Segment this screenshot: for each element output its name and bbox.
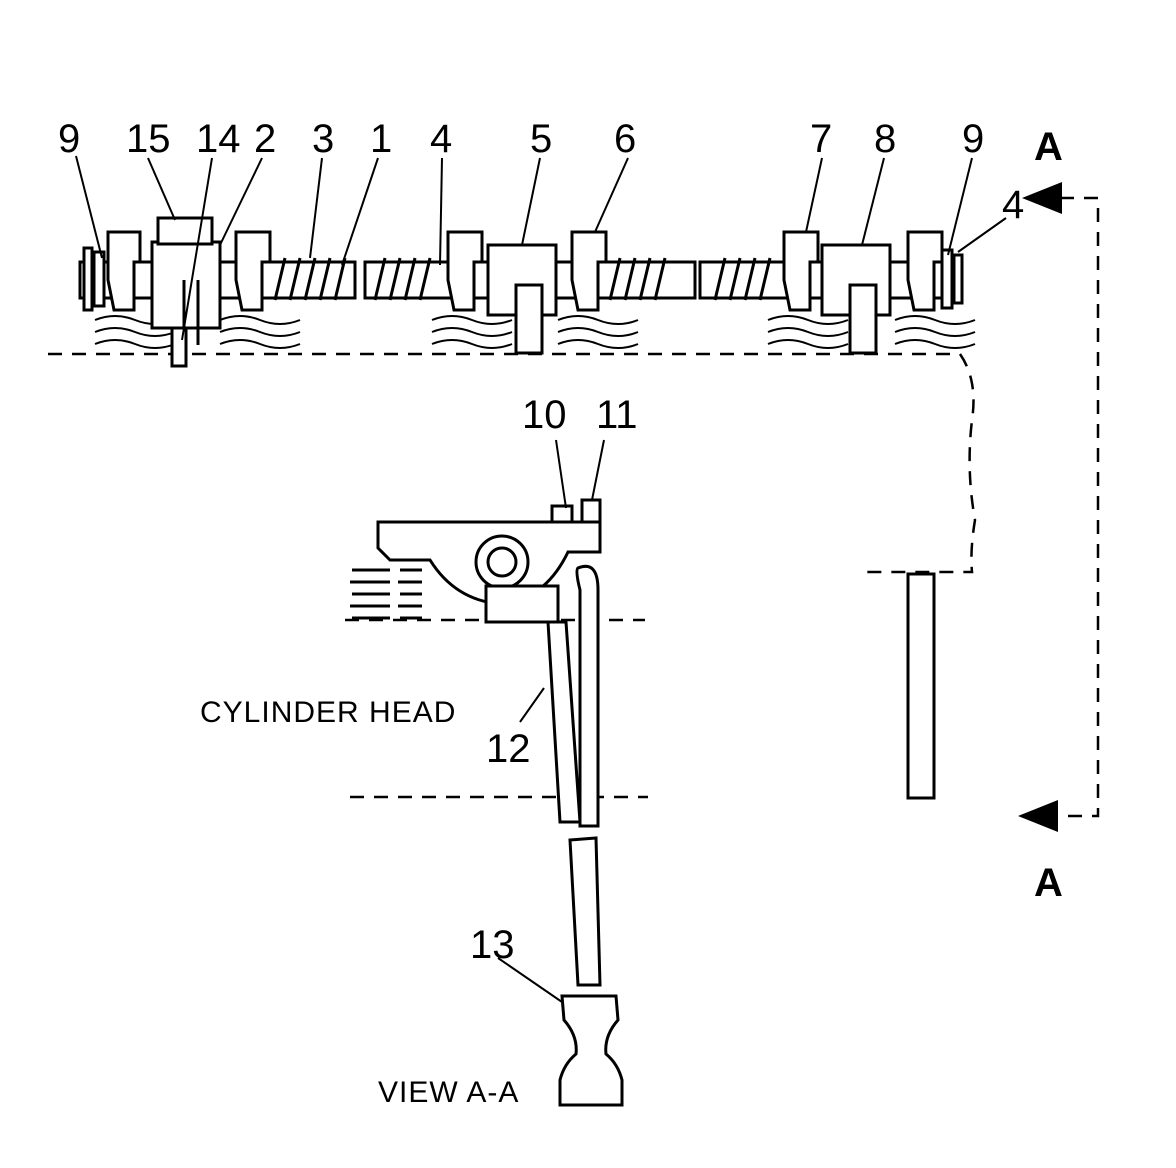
callout-5: 5 <box>530 117 552 161</box>
section-mark-bottom: A <box>1034 861 1063 905</box>
callout-10: 10 <box>522 393 567 437</box>
end-clip-left <box>82 246 106 312</box>
shaft-spring-mid <box>373 257 667 301</box>
pushrod-right <box>906 572 936 800</box>
callout-3: 3 <box>312 117 334 161</box>
rocker-arms <box>106 230 944 312</box>
callout-4-mid: 4 <box>430 117 452 161</box>
callout-8: 8 <box>874 117 896 161</box>
callouts-view: 10 11 12 13 <box>470 393 638 967</box>
shaft-spring-right <box>713 257 772 301</box>
callout-14: 14 <box>196 117 241 161</box>
callout-6: 6 <box>614 117 636 161</box>
callouts-top: 9 15 14 2 3 1 4 5 6 7 8 9 4 <box>58 117 1024 227</box>
cylinder-head-label: CYLINDER HEAD <box>200 696 456 729</box>
arrow-left-icon <box>1022 182 1062 214</box>
callout-9-left: 9 <box>58 117 80 161</box>
callout-1: 1 <box>370 117 392 161</box>
bracket-5 <box>486 243 558 355</box>
end-clip-right <box>940 248 964 310</box>
callout-11: 11 <box>596 393 638 437</box>
callout-9-right: 9 <box>962 117 984 161</box>
view-a-a-assembly <box>350 439 624 1107</box>
bracket-2 <box>150 216 222 345</box>
section-mark-top: A <box>1034 125 1063 169</box>
bracket-8 <box>820 243 892 355</box>
callout-4-right: 4 <box>1002 183 1024 227</box>
callout-13: 13 <box>470 923 515 967</box>
callout-15: 15 <box>126 117 171 161</box>
shaft-spring-3 <box>273 257 347 301</box>
callout-7: 7 <box>810 117 832 161</box>
leader-lines-top <box>75 155 1007 341</box>
callout-12: 12 <box>486 727 531 771</box>
view-label: VIEW A-A <box>378 1076 519 1109</box>
arrow-left-icon <box>1018 800 1058 832</box>
callout-2: 2 <box>254 117 276 161</box>
section-indicator: A A <box>1018 125 1100 905</box>
